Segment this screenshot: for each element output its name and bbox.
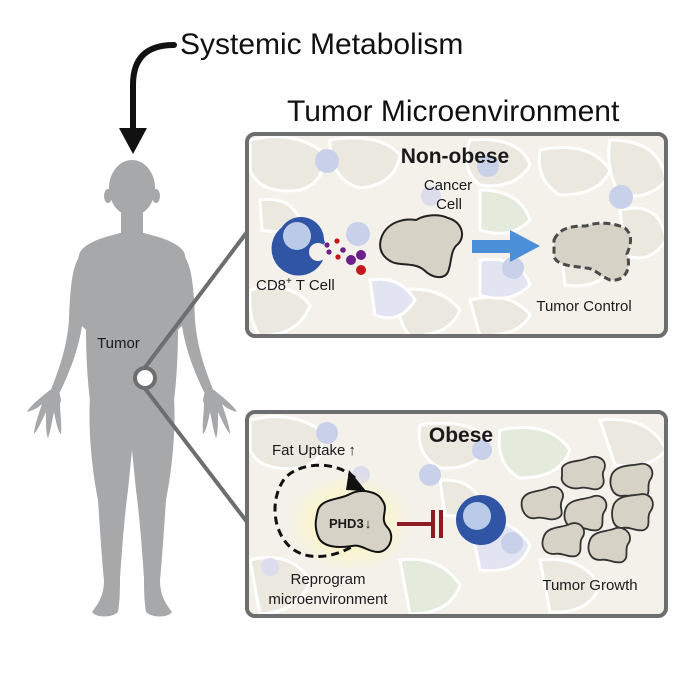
tissue-background-cells — [248, 415, 666, 616]
cytotoxic-granules-icon — [324, 238, 366, 275]
inhibition-icon — [397, 510, 443, 538]
obese-cancer-cell-icon — [314, 490, 393, 554]
tumor-label: Tumor — [97, 335, 140, 352]
reprogram-cycle-arrow-icon — [273, 463, 366, 558]
fat-uptake-label: Fat Uptake↑ — [272, 442, 356, 459]
cancer-cell-label-line2: Cell — [436, 196, 462, 213]
tissue-background-cells — [248, 135, 666, 336]
obese-panel: Obese Fat Uptake↑ PHD3↓ — [245, 410, 668, 618]
phd3-label: PHD3↓ — [329, 516, 371, 531]
tumor-microenvironment-title: Tumor Microenvironment — [287, 95, 620, 128]
tumor-growth-cluster-icon — [520, 455, 654, 564]
systemic-metabolism-title: Systemic Metabolism — [180, 28, 463, 61]
tumor-location-marker — [133, 366, 157, 390]
leads-to-arrow-icon — [472, 230, 540, 262]
cd8-t-cell-label: CD8+ T Cell — [256, 276, 335, 294]
systemic-arrow-icon — [119, 42, 177, 154]
zoom-connector-lines — [135, 230, 249, 524]
tumor-growth-label: Tumor Growth — [542, 577, 637, 594]
non-obese-panel-border — [245, 132, 668, 338]
non-obese-title: Non-obese — [401, 145, 510, 168]
non-obese-panel: Non-obese Cancer Cell CD8+ T Cell — [245, 132, 668, 338]
obese-title: Obese — [429, 424, 493, 447]
cancer-cell-icon — [379, 214, 464, 278]
reprogram-label-line1: Reprogram — [290, 571, 365, 588]
background-immune-cells — [261, 422, 523, 576]
background-immune-cells — [315, 149, 633, 279]
human-body-silhouette — [27, 160, 237, 617]
obese-panel-border — [245, 410, 668, 618]
cd8-t-cell-icon — [271, 217, 327, 276]
killed-cancer-cell-icon — [552, 221, 632, 282]
tumor-control-label: Tumor Control — [536, 298, 631, 315]
cancer-cell-label-line1: Cancer — [424, 177, 472, 194]
reprogram-label-line2: microenvironment — [268, 591, 388, 608]
inhibited-t-cell-icon — [456, 495, 506, 545]
